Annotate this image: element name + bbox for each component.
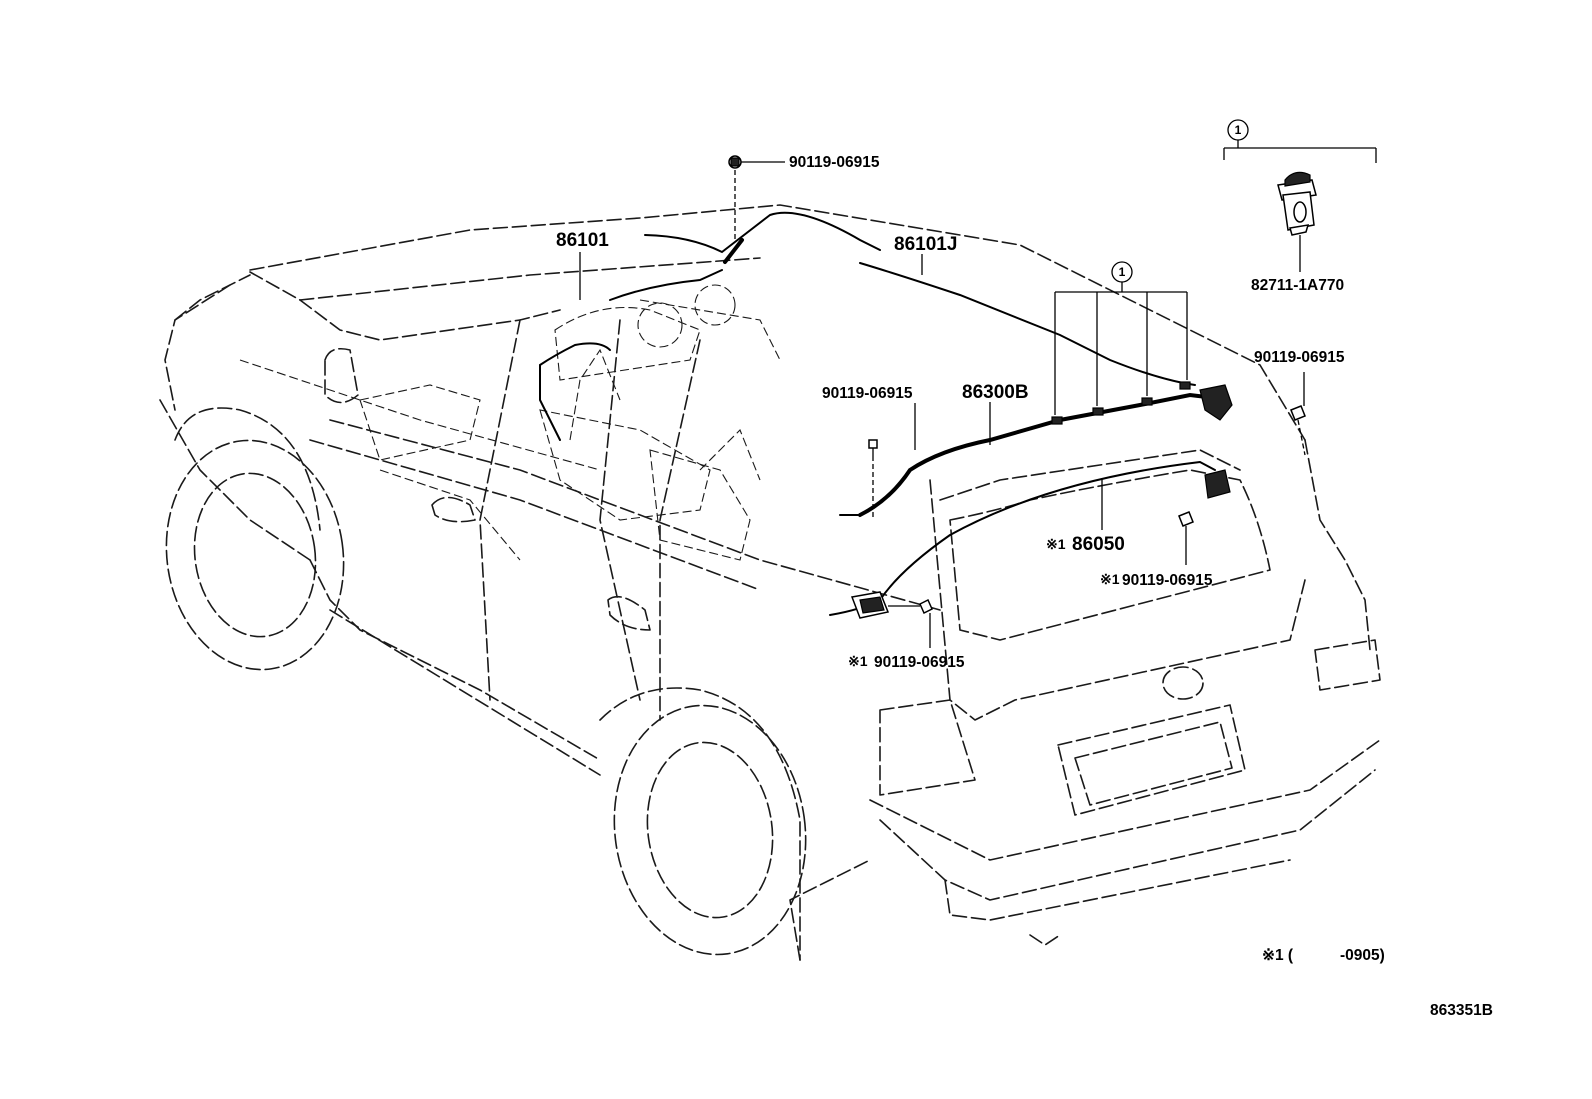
callout-1-number: 1 [1235, 123, 1242, 137]
label-bolt-bottom[interactable]: 90119-06915 [874, 654, 965, 671]
harness-86101j [859, 262, 1196, 386]
connectors-86300b [1051, 381, 1233, 499]
callout-1b-number: 1 [1119, 265, 1126, 279]
vehicle-body [159, 204, 1381, 961]
label-86300b[interactable]: 86300B [962, 382, 1029, 403]
footnote-range: -0905) [1340, 947, 1385, 964]
vehicle-interior [239, 284, 781, 561]
label-86101[interactable]: 86101 [556, 230, 609, 251]
harness-86101 [539, 211, 881, 441]
label-bolt-right[interactable]: 90119-06915 [1254, 349, 1345, 366]
bolt-rear-icon [1178, 511, 1194, 527]
label-clip-82711-1a770[interactable]: 82711-1A770 [1251, 277, 1344, 294]
label-bolt-bottom-mark: ※1 [848, 653, 868, 669]
harness-86300b [839, 392, 1217, 517]
label-86050[interactable]: 86050 [1072, 534, 1125, 555]
footnote-mark: ※1 ( [1262, 947, 1294, 964]
bolt-top-icon [728, 155, 742, 169]
amplifier-86050 [850, 591, 890, 619]
label-bolt-mid[interactable]: 90119-06915 [822, 385, 913, 402]
callout-1-circle [1227, 119, 1249, 141]
bolt-mid-icon [868, 439, 878, 456]
harness-86050 [829, 460, 1216, 616]
label-bolt-top[interactable]: 90119-06915 [789, 154, 880, 171]
leader-lines [579, 140, 1377, 648]
figure-code: 863351B [1430, 1002, 1493, 1019]
label-bolt-rear[interactable]: 90119-06915 [1122, 572, 1213, 589]
bolt-right-icon [1290, 405, 1306, 421]
bolt-bottom-icon [919, 598, 933, 615]
clip-82711-1a770-icon [1277, 171, 1317, 236]
callout-1b-circle [1111, 261, 1133, 283]
label-86050-mark: ※1 [1046, 536, 1066, 552]
label-bolt-rear-mark: ※1 [1100, 571, 1120, 587]
label-86101j[interactable]: 86101J [894, 234, 957, 255]
